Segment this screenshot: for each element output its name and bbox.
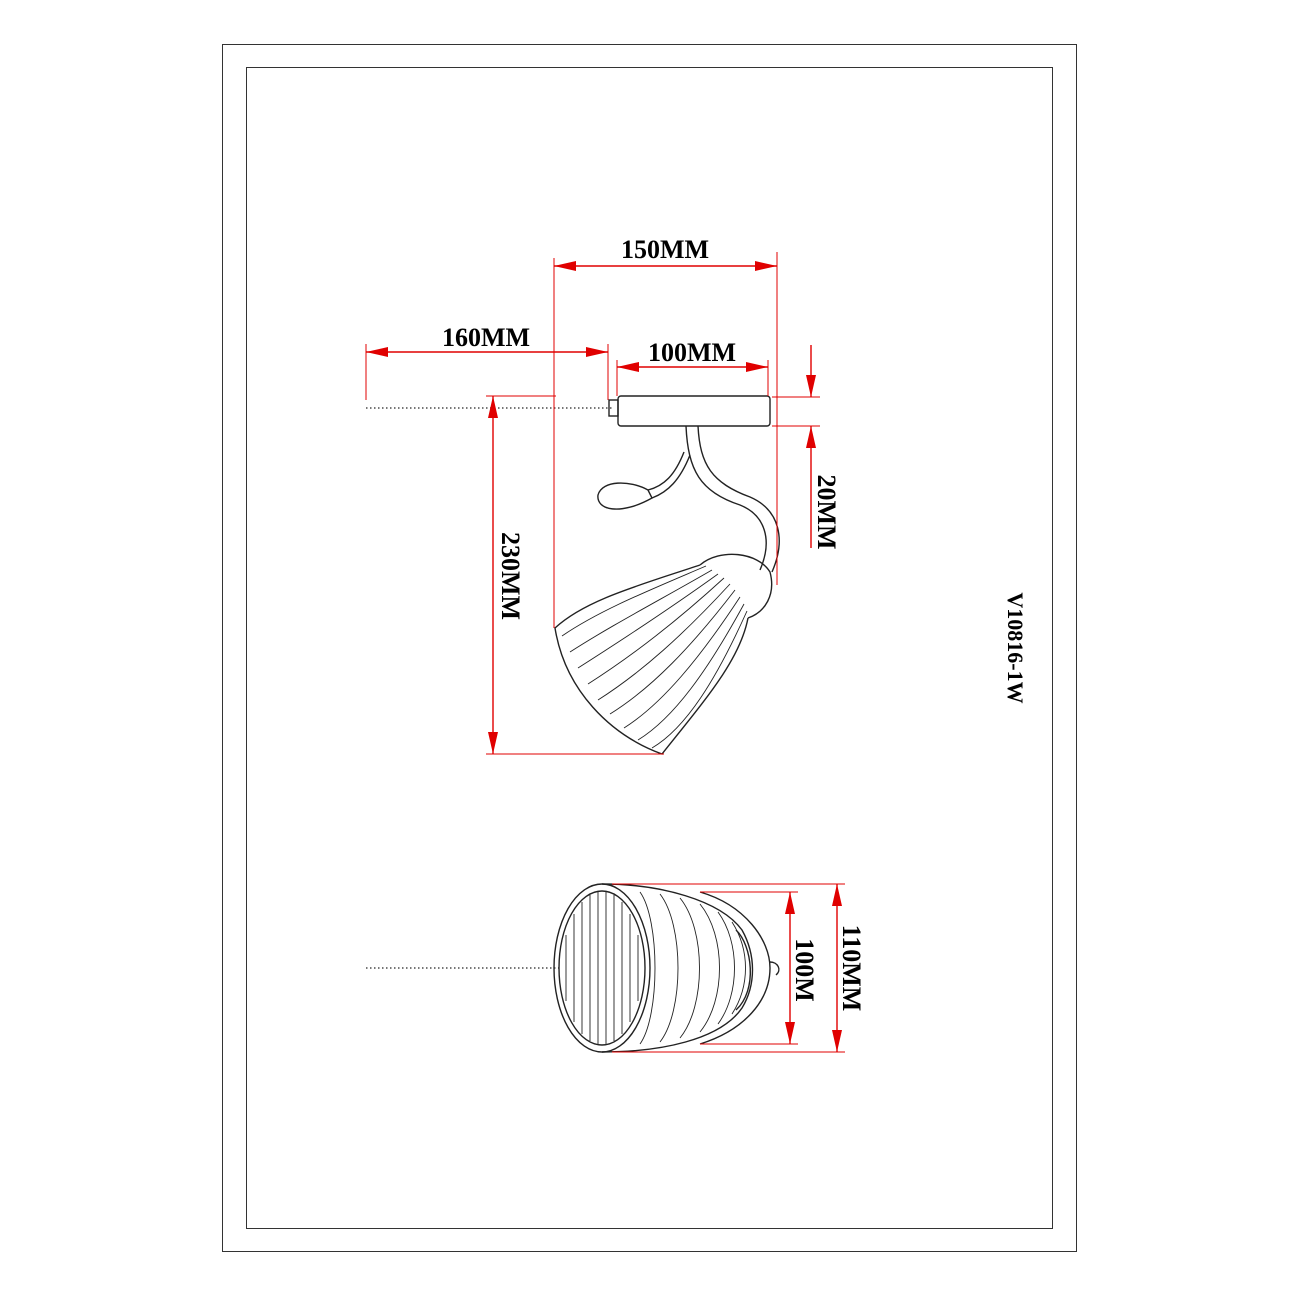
front-back-plate xyxy=(699,891,771,1045)
outer-frame xyxy=(222,44,1077,1252)
dim-base-length: 100MM xyxy=(616,338,769,396)
front-view: 100M 110MM xyxy=(366,883,866,1053)
model-code: V10816-1W xyxy=(1003,592,1028,703)
dim-width-top: 150MM xyxy=(553,235,778,628)
front-mouth-ribs xyxy=(565,892,639,1044)
front-holder xyxy=(735,929,751,1011)
shade-holder xyxy=(699,553,773,619)
dim-total-height: 230MM xyxy=(486,395,664,755)
front-shade-body xyxy=(601,883,754,1053)
front-shade-mouth-inner xyxy=(558,890,646,1046)
label-base-height: 20MM xyxy=(812,474,841,549)
label-chain-length: 160MM xyxy=(442,323,530,352)
shade-ribs xyxy=(561,565,748,749)
front-body-ribs xyxy=(639,891,746,1045)
label-outer-diameter: 110MM xyxy=(837,925,866,1012)
dim-outer-diameter: 110MM xyxy=(612,883,866,1053)
label-width-top: 150MM xyxy=(621,235,709,264)
lamp-arm-inner xyxy=(697,425,780,573)
label-total-height: 230MM xyxy=(496,532,525,620)
inner-frame xyxy=(246,67,1053,1229)
switch-arm-inner xyxy=(647,451,685,491)
label-base-length: 100MM xyxy=(648,338,736,367)
label-inner-diameter: 100M xyxy=(790,938,819,1002)
base-plate xyxy=(617,395,771,427)
front-shade-mouth xyxy=(553,883,651,1053)
lamp-arm xyxy=(685,425,767,571)
lamp-shade xyxy=(554,564,749,755)
switch-arm xyxy=(651,454,691,499)
dim-base-height: 20MM xyxy=(772,345,841,550)
side-view: 150MM 160MM 100MM xyxy=(365,235,841,755)
switch-body xyxy=(597,482,653,510)
dim-chain-length: 160MM xyxy=(365,323,609,400)
dim-inner-diameter: 100M xyxy=(700,891,819,1045)
front-knob xyxy=(769,961,780,976)
